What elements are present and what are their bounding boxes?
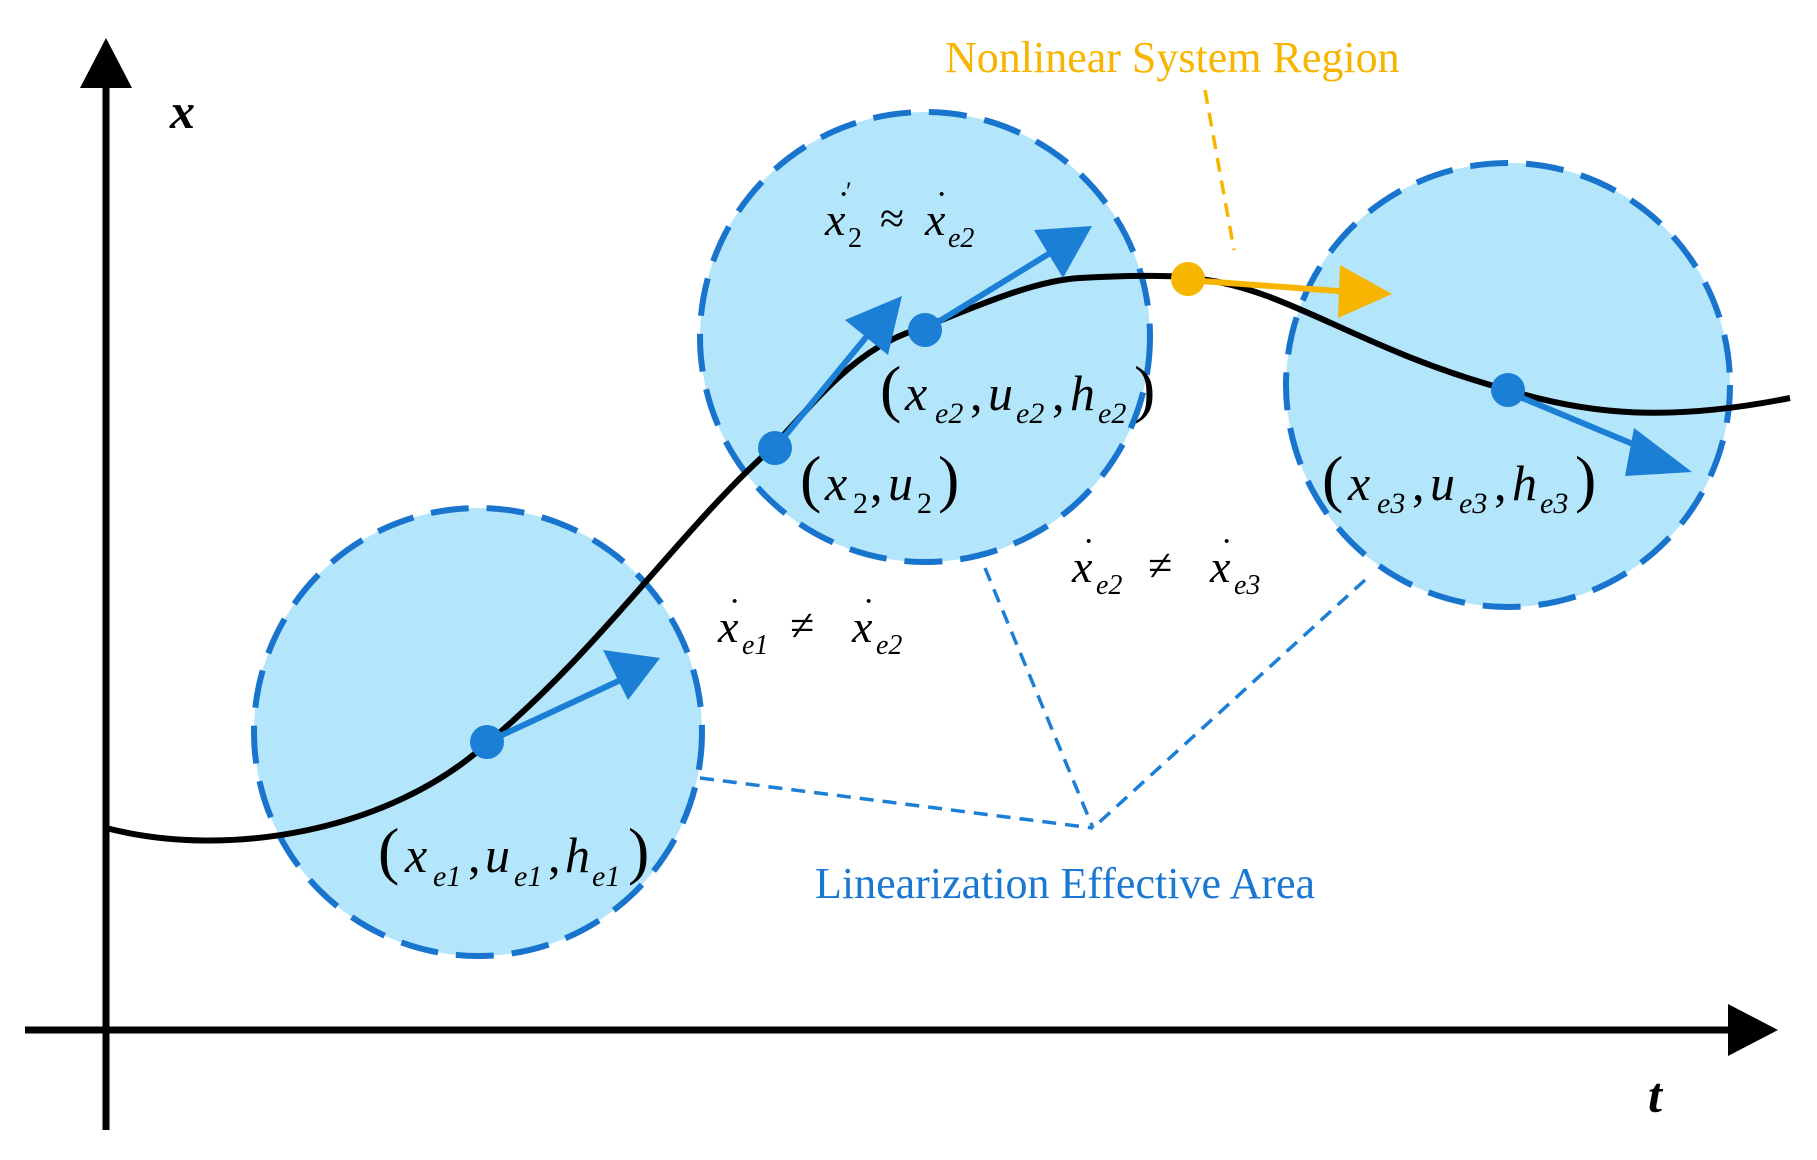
relation-approx: x · ′ 2 ≈ x · e2 <box>824 176 974 254</box>
equilibrium-point-e2 <box>908 313 942 347</box>
relation-neq-e1-e2: x · e1 ≠ x · e2 <box>717 583 902 661</box>
svg-text:u: u <box>1430 455 1455 511</box>
svg-text:x: x <box>1347 455 1370 511</box>
equilibrium-point-e3 <box>1491 373 1525 407</box>
svg-text:e2: e2 <box>876 630 902 661</box>
svg-text:x: x <box>1071 541 1093 592</box>
svg-text:x: x <box>851 601 873 652</box>
svg-text:≠: ≠ <box>1148 541 1172 590</box>
svg-text:e2: e2 <box>935 397 963 430</box>
svg-text:·: · <box>1083 523 1094 560</box>
svg-text:,: , <box>870 455 883 511</box>
svg-text:≈: ≈ <box>880 194 904 243</box>
svg-text:e2: e2 <box>1016 397 1044 430</box>
svg-text:(: ( <box>378 815 399 886</box>
label-point-e2: ( x e2 , u e2 , h e2 ) <box>880 353 1155 430</box>
nonlinear-region-label: Nonlinear System Region <box>945 33 1400 82</box>
svg-text:,: , <box>970 365 983 421</box>
nonlinear-leader-line <box>1203 89 1236 251</box>
svg-text:′: ′ <box>846 177 852 206</box>
svg-text:): ) <box>1134 353 1155 424</box>
svg-text:·: · <box>1221 523 1232 560</box>
svg-text:·: · <box>863 583 874 620</box>
svg-text:e3: e3 <box>1540 487 1568 520</box>
svg-text:e3: e3 <box>1234 570 1260 601</box>
svg-text:x: x <box>904 365 927 421</box>
svg-text:e2: e2 <box>1096 570 1122 601</box>
svg-text:): ) <box>938 443 959 514</box>
svg-text:u: u <box>888 455 913 511</box>
svg-text:): ) <box>628 815 649 886</box>
svg-text:x: x <box>824 455 847 511</box>
svg-text:e2: e2 <box>1098 397 1126 430</box>
svg-text:e1: e1 <box>514 860 542 893</box>
svg-text:,: , <box>1412 455 1425 511</box>
tangent-arrow-e2 <box>923 226 1092 333</box>
relation-neq-e2-e3: x · e2 ≠ x · e3 <box>1071 523 1260 601</box>
label-point-2: ( x 2 , u 2 ) <box>800 443 959 520</box>
tangent-arrow-p2 <box>772 296 902 450</box>
svg-text:·: · <box>936 176 947 213</box>
svg-text:e1: e1 <box>742 630 768 661</box>
svg-text:(: ( <box>800 443 821 514</box>
svg-text:x: x <box>924 194 946 245</box>
svg-text:·: · <box>838 176 849 213</box>
label-point-e1: ( x e1 , u e1 , h e1 ) <box>378 815 649 893</box>
operating-point-2 <box>758 431 792 465</box>
x-axis-arrowhead <box>1728 1004 1778 1056</box>
svg-text:(: ( <box>1322 443 1343 514</box>
svg-text:u: u <box>485 827 510 883</box>
y-axis-arrowhead <box>80 38 132 88</box>
tangent-arrow-e1 <box>485 650 660 745</box>
svg-text:e3: e3 <box>1459 487 1487 520</box>
svg-text:,: , <box>1494 455 1507 511</box>
linearization-area-label: Linearization Effective Area <box>815 859 1315 908</box>
svg-text:≠: ≠ <box>790 601 814 650</box>
svg-text:e3: e3 <box>1377 487 1405 520</box>
svg-text:,: , <box>1052 365 1065 421</box>
label-point-e3: ( x e3 , u e3 , h e3 ) <box>1322 443 1596 520</box>
svg-text:2: 2 <box>917 487 932 520</box>
svg-text:,: , <box>468 827 481 883</box>
svg-text:·: · <box>729 583 740 620</box>
equilibrium-point-e1 <box>470 725 504 759</box>
y-axis-label: x <box>169 83 195 139</box>
svg-text:(: ( <box>880 353 901 424</box>
linearization-leader-lines <box>699 567 1367 830</box>
x-axis-label: t <box>1648 1067 1664 1123</box>
tangent-arrow-nonlinear <box>1187 265 1392 318</box>
svg-text:x: x <box>717 601 739 652</box>
svg-text:x: x <box>824 194 846 245</box>
svg-text:h: h <box>565 827 590 883</box>
svg-text:x: x <box>404 827 427 883</box>
svg-text:e1: e1 <box>433 860 461 893</box>
svg-text:e2: e2 <box>948 223 974 254</box>
svg-text:u: u <box>988 365 1013 421</box>
svg-text:2: 2 <box>848 223 862 254</box>
svg-text:e1: e1 <box>592 860 620 893</box>
svg-text:x: x <box>1209 541 1231 592</box>
svg-text:h: h <box>1070 365 1095 421</box>
tangent-arrow-e3 <box>1506 389 1692 476</box>
svg-text:h: h <box>1512 455 1537 511</box>
svg-text:2: 2 <box>853 487 868 520</box>
nonlinear-point <box>1171 262 1205 296</box>
svg-text:,: , <box>548 827 561 883</box>
svg-text:): ) <box>1575 443 1596 514</box>
